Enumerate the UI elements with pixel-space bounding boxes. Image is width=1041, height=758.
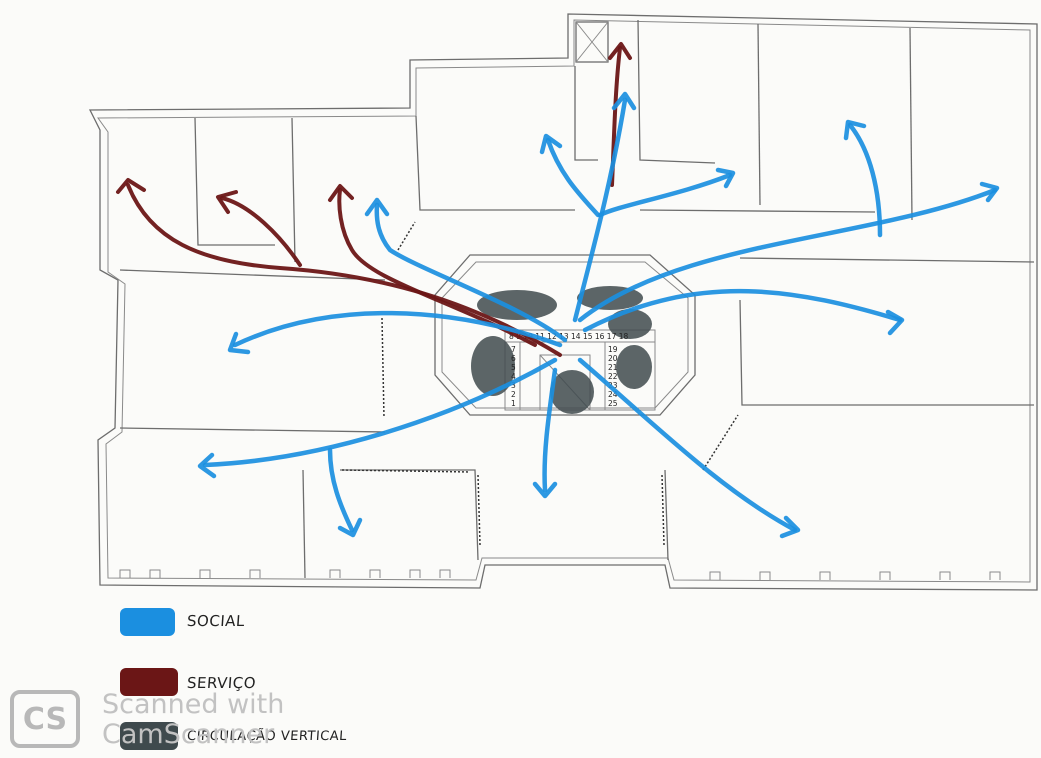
service-arrow [337,188,537,347]
stair-number: 1 [511,399,516,408]
stair-number: 25 [608,399,618,408]
stair-numbers-top: 8 9 10 11 12 13 14 15 16 17 18 [509,332,629,341]
service-arrow [126,183,562,357]
circulation-blob [616,345,652,389]
stair-number: 5 [511,363,516,372]
service-arrow [220,196,302,267]
social-arrow [545,137,601,218]
social-arrow-head [715,167,736,189]
vertical-circulation-blobs [471,286,652,414]
service-flow-arrows [116,42,632,357]
social-arrow-head [539,133,563,155]
social-arrow [374,202,568,343]
social-arrow [232,310,563,348]
service-arrow-head [328,184,354,202]
circulation-blob [477,290,557,320]
camscanner-logo: CS [10,690,80,748]
social-arrow-head [885,309,905,336]
stair-number: 6 [511,354,516,363]
camscanner-watermark: Scanned with CamScanner [102,690,284,750]
legend-swatch-social [120,608,175,636]
hatched-walls [341,221,739,546]
social-arrow-head [779,515,801,539]
social-arrow [327,447,355,533]
legend-swatch-service [120,668,178,696]
social-arrow-head [364,197,390,217]
stair-number: 3 [511,381,516,390]
stair-number: 4 [511,372,516,381]
stair-number: 7 [511,345,516,354]
building-walls [88,13,1038,591]
social-arrow [597,172,733,218]
social-arrow [847,122,883,238]
circulation-blob [471,336,515,396]
circulation-blob [550,370,594,414]
social-arrow [582,288,903,333]
social-arrow [572,97,628,323]
social-arrow-head [979,181,1000,203]
social-arrow [202,357,558,468]
stair-number: 21 [608,363,618,372]
social-arrow [577,187,998,323]
social-arrow-head [843,119,867,141]
stair-number: 23 [608,381,618,390]
stair-number: 20 [608,354,618,363]
stair-number: 22 [608,372,618,381]
social-arrow-head [197,452,217,479]
social-arrow [577,357,798,533]
watermark-line-2: CamScanner [102,719,275,750]
stair-number: 2 [511,390,516,399]
stair-number: 24 [608,390,618,399]
legend-label-social: SOCIAL [186,612,246,630]
social-arrow-head [337,517,363,538]
social-arrow-head [227,331,251,355]
service-arrow-head [216,190,238,214]
service-arrow-head [116,178,146,194]
social-arrow [542,367,558,493]
legend-swatch-vertical-circulation [120,722,178,750]
social-arrow-head [611,91,637,111]
service-arrow-head [608,42,632,60]
stair-numbers: 8 9 10 11 12 13 14 15 16 17 18 7 6 5 4 3… [509,332,629,408]
stair-number: 19 [608,345,618,354]
social-flow-arrows [197,91,1000,539]
watermark-line-1: Scanned with [102,689,285,720]
social-arrow-head [532,481,558,499]
